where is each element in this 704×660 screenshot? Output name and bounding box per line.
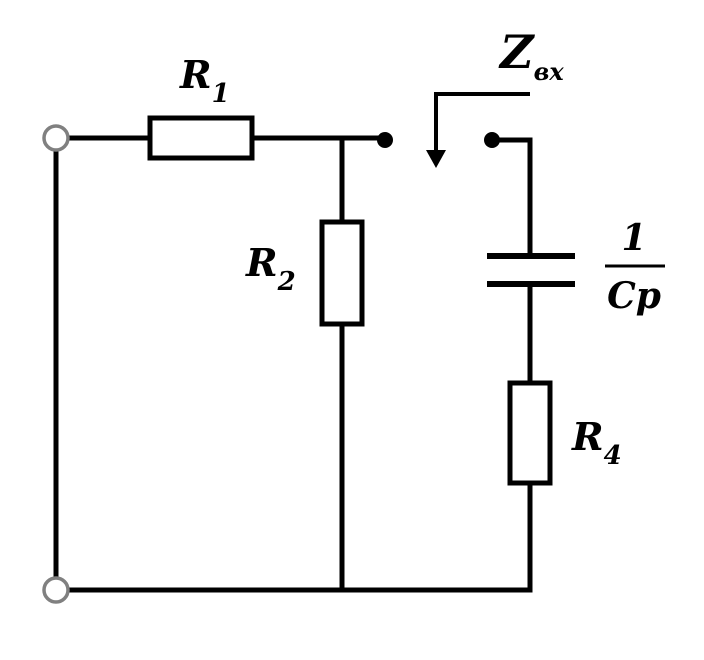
label-r2: R2 — [245, 240, 296, 297]
label-r1: R1 — [179, 52, 230, 109]
input-terminal-bottom — [42, 576, 70, 604]
fraction-denominator: Cp — [607, 275, 661, 317]
resistor-r4 — [507, 380, 553, 486]
resistor-r2 — [319, 219, 365, 327]
input-terminal-top — [42, 124, 70, 152]
label-capacitor-reactance: 1 Cp — [605, 217, 665, 317]
input-impedance-arrow-icon — [426, 92, 530, 168]
label-r4: R4 — [571, 414, 622, 471]
resistor-r1 — [147, 115, 255, 161]
junction-dot-right — [484, 132, 500, 148]
fraction-numerator: 1 — [621, 217, 646, 259]
capacitor — [487, 253, 575, 287]
junction-dot-left — [377, 132, 393, 148]
label-input-impedance: Zвх — [498, 25, 564, 86]
